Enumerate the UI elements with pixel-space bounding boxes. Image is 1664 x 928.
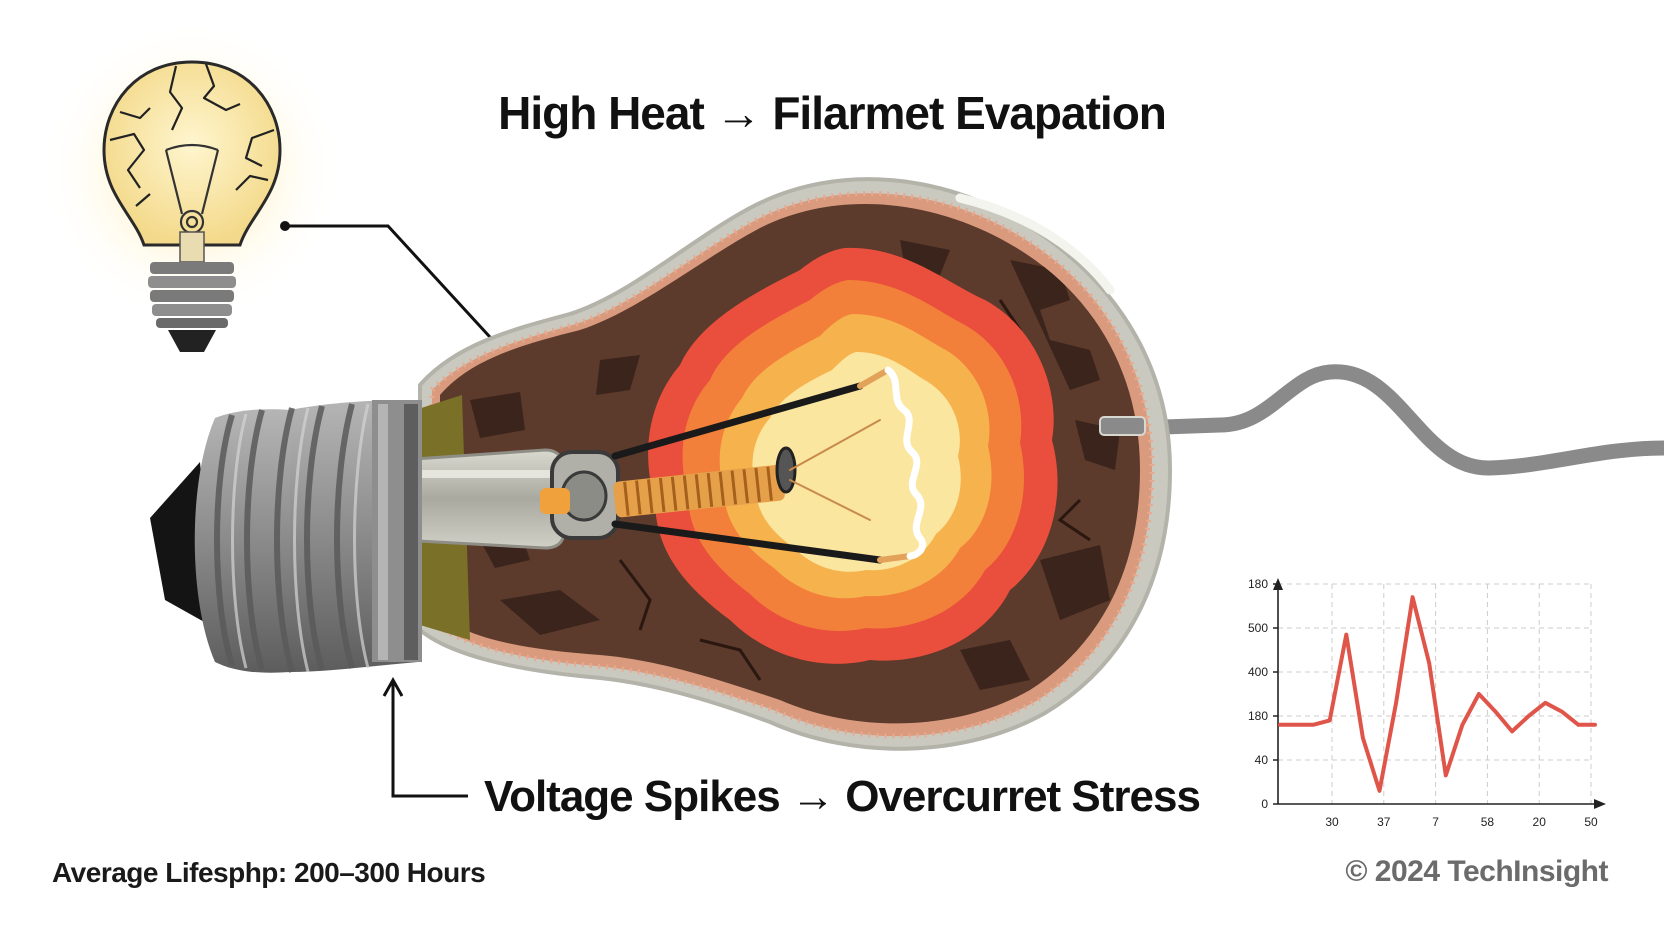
chart-y-tick-label: 400 [1248,665,1268,679]
chart-y-tick-label: 180 [1248,709,1268,723]
chart-x-tick-label: 20 [1533,815,1547,829]
metal-screw-base [150,400,422,673]
chart-x-tick-label: 7 [1432,815,1439,829]
chart-y-tick-label: 180 [1248,577,1268,591]
small-cracked-bulb-icon [42,20,342,352]
heading-high-heat: High Heat → Filarmet Evapation [498,87,1167,139]
glowing-filament [884,366,927,560]
chart-x-tick-label: 37 [1377,815,1391,829]
filament-coil [613,446,797,518]
large-bulb-cutaway [398,177,1173,751]
chart-y-tick-label: 0 [1261,797,1268,811]
average-lifespan-label: Average Lifesphp: 200–300 Hours [52,857,486,888]
chart-x-tick-label: 58 [1481,815,1495,829]
chart-series-line [1278,595,1597,793]
chart-y-tick-label: 500 [1248,621,1268,635]
power-cord [1127,364,1664,476]
chart-x-tick-label: 50 [1584,815,1598,829]
chart-axes [1273,578,1606,809]
copyright-notice: © 2024 TechInsight [1345,855,1608,888]
voltage-spike-chart: 0 40 180 400 500 180 30 37 7 58 20 50 [1248,577,1606,829]
connector-lines [280,221,502,798]
chart-y-tick-label: 40 [1255,753,1269,767]
heading-voltage-spikes: Voltage Spikes → Overcurret Stress [484,772,1201,821]
chart-x-tick-label: 30 [1325,815,1339,829]
